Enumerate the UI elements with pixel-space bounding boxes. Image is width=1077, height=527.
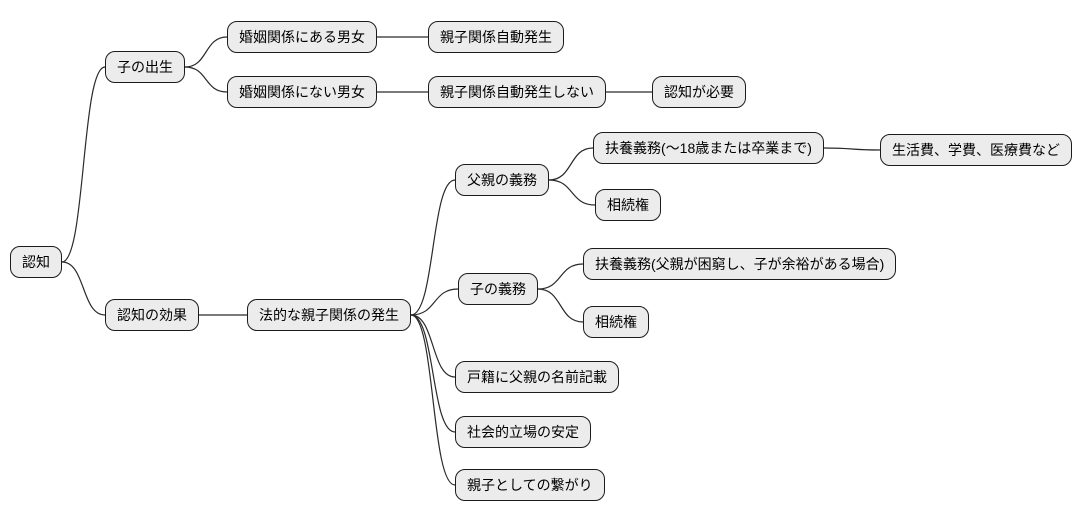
edge-ko-shussei-to-konin-aru [184, 36, 228, 68]
node-label: 生活費、学費、医療費など [892, 142, 1060, 158]
node-oyako-tsunagari[interactable]: 親子としての繋がり [455, 469, 605, 501]
node-seikatsuhi[interactable]: 生活費、学費、医療費など [880, 134, 1072, 166]
edge-hoteki-kankei-to-koseki [410, 314, 456, 378]
node-shakai-tachiba[interactable]: 社会的立場の安定 [455, 416, 591, 448]
node-konin-nai[interactable]: 婚姻関係にない男女 [227, 76, 377, 108]
node-label: 認知 [22, 254, 50, 270]
node-label: 社会的立場の安定 [467, 424, 579, 440]
edge-hoteki-kankei-to-chichi-gimu [410, 179, 456, 316]
node-label: 扶養義務(父親が困窮し、子が余裕がある場合) [595, 256, 885, 272]
node-ninchi[interactable]: 認知 [10, 246, 62, 278]
node-label: 法的な親子関係の発生 [259, 307, 399, 323]
node-label: 相続権 [595, 314, 637, 330]
edge-ko-gimu-to-sozoku-ko [537, 288, 584, 323]
node-label: 戸籍に父親の名前記載 [467, 369, 607, 385]
node-label: 扶養義務(〜18歳または卒業まで) [605, 140, 812, 156]
node-sozoku-ko[interactable]: 相続権 [583, 306, 649, 338]
node-label: 親子としての繋がり [467, 477, 593, 493]
node-label: 親子関係自動発生しない [440, 84, 594, 100]
node-label: 婚姻関係にない男女 [239, 84, 365, 100]
node-label: 婚姻関係にある男女 [239, 29, 365, 45]
edge-hoteki-kankei-to-shakai-tachiba [410, 314, 456, 433]
node-fuyo-gimu-ko[interactable]: 扶養義務(父親が困窮し、子が余裕がある場合) [583, 248, 897, 280]
node-ninchi-hitsuyo[interactable]: 認知が必要 [652, 76, 746, 108]
edge-ninchi-to-ko-shussei [61, 66, 106, 263]
node-label: 子の出生 [117, 59, 173, 75]
edge-ko-gimu-to-fuyo-gimu-ko [537, 263, 584, 290]
edge-hoteki-kankei-to-oyako-tsunagari [410, 314, 456, 486]
node-label: 認知が必要 [664, 84, 734, 100]
node-label: 父親の義務 [467, 172, 537, 188]
node-ko-gimu[interactable]: 子の義務 [458, 273, 538, 305]
node-ninchi-koka[interactable]: 認知の効果 [105, 299, 199, 331]
node-konin-aru[interactable]: 婚姻関係にある男女 [227, 21, 377, 53]
node-sozoku-chichi[interactable]: 相続権 [595, 189, 661, 221]
node-label: 子の義務 [470, 281, 526, 297]
node-koseki[interactable]: 戸籍に父親の名前記載 [455, 361, 619, 393]
node-label: 認知の効果 [117, 307, 187, 323]
node-jido-hassei[interactable]: 親子関係自動発生 [428, 21, 564, 53]
edge-ko-shussei-to-konin-nai [184, 66, 228, 93]
node-hoteki-kankei[interactable]: 法的な親子関係の発生 [247, 299, 411, 331]
edge-ninchi-to-ninchi-koka [61, 261, 106, 316]
node-label: 相続権 [607, 197, 649, 213]
edge-hoteki-kankei-to-ko-gimu [410, 288, 459, 316]
node-jido-hassei-nai[interactable]: 親子関係自動発生しない [428, 76, 606, 108]
node-ko-shussei[interactable]: 子の出生 [105, 51, 185, 83]
edge-chichi-gimu-to-sozoku-chichi [548, 179, 596, 206]
node-fuyo-gimu-18[interactable]: 扶養義務(〜18歳または卒業まで) [593, 132, 824, 164]
node-chichi-gimu[interactable]: 父親の義務 [455, 164, 549, 196]
edge-chichi-gimu-to-fuyo-gimu-18 [548, 147, 594, 181]
edge-fuyo-gimu-18-to-seikatsuhi [823, 147, 881, 151]
node-label: 親子関係自動発生 [440, 29, 552, 45]
